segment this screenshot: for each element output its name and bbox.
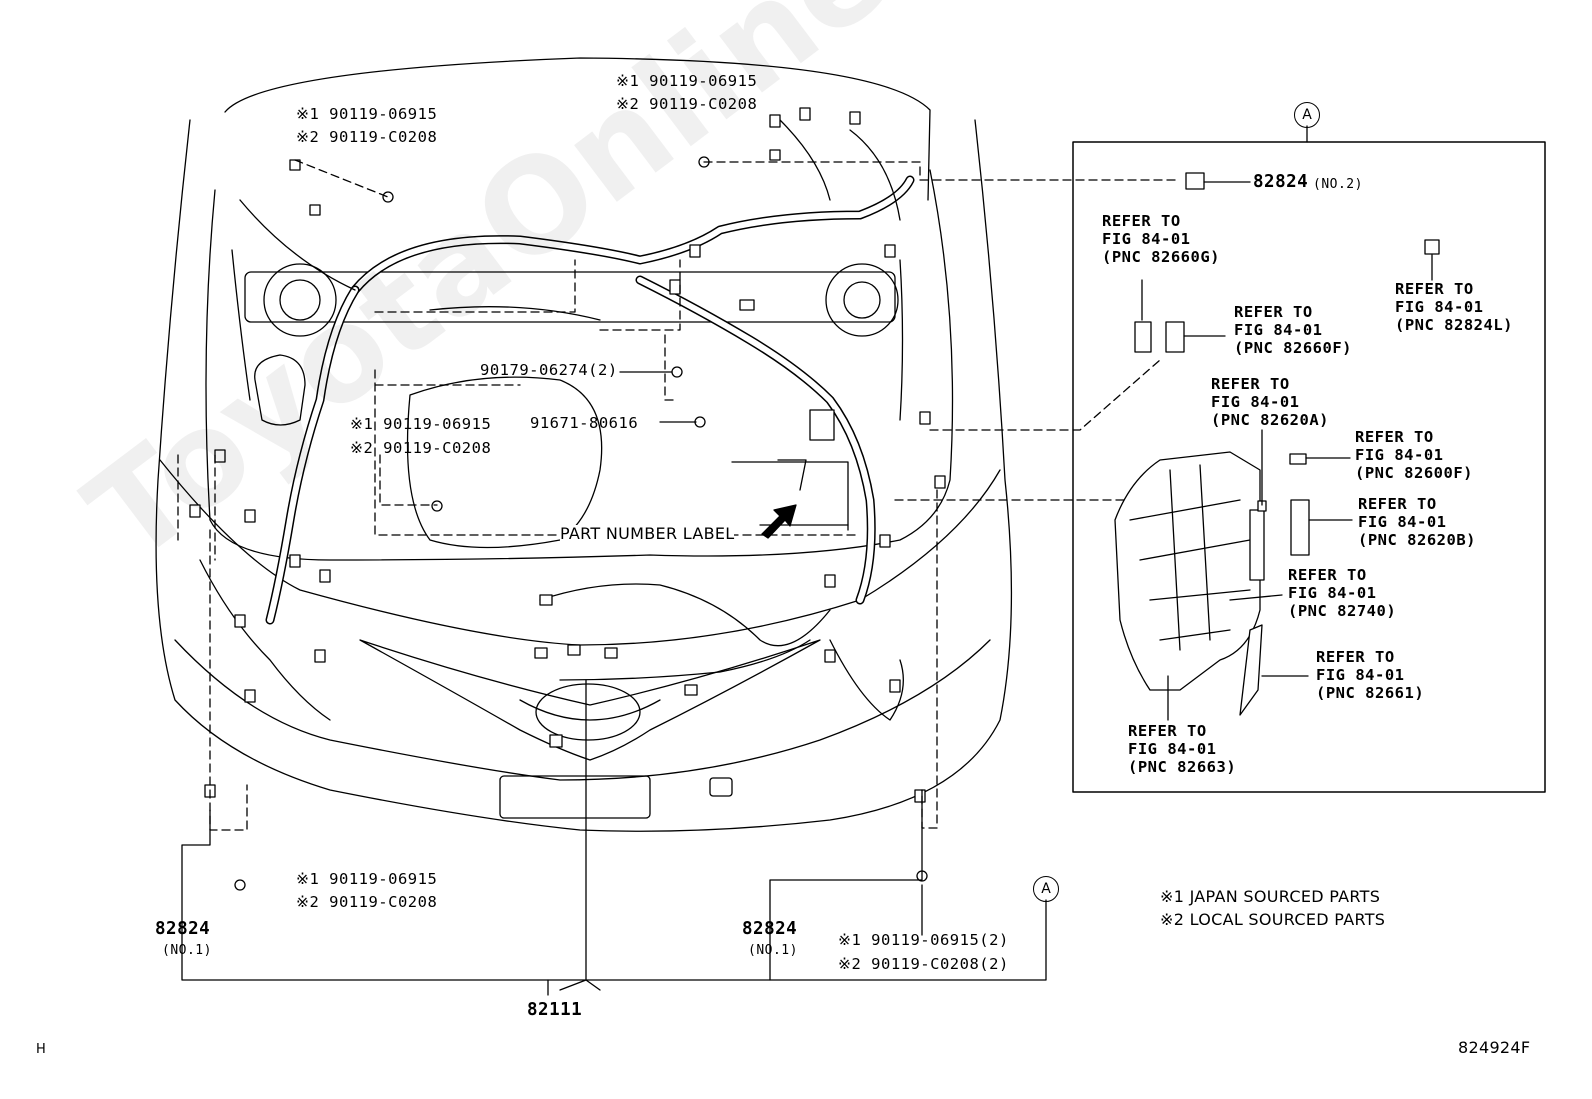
bolt-label-japan: ※1 90119-06915(2) [838, 931, 1009, 949]
bolt-label-local: ※2 90119-C0208 [350, 439, 492, 457]
label-arrow [761, 504, 797, 539]
protector-left-number: 82824 [155, 919, 211, 939]
protector-right-note: (NO.1) [748, 943, 798, 958]
front-grille [359, 639, 821, 761]
diagram-id: 824924F [1458, 1038, 1531, 1057]
screw-part-number: 91671-80616 [530, 414, 639, 432]
legend-local-sourced: ※2 LOCAL SOURCED PARTS [1160, 910, 1386, 929]
bolt-label-japan: ※1 90119-06915 [616, 72, 758, 90]
main-harness-number: 82111 [527, 1000, 583, 1020]
clip-part-number: 90179-06274(2) [480, 361, 618, 379]
detail-box-a [1072, 141, 1546, 793]
license-plate [499, 775, 651, 819]
bolt-label-japan: ※1 90119-06915 [296, 870, 438, 888]
protector-top-note: (NO.2) [1313, 177, 1363, 192]
bolt-label-local: ※2 90119-C0208 [616, 95, 758, 113]
main-harness-cable [350, 175, 915, 295]
protector-right-number: 82824 [742, 919, 798, 939]
bolt-label-local: ※2 90119-C0208(2) [838, 955, 1009, 973]
protector-top-number: 82824 [1253, 172, 1309, 192]
protector-left-note: (NO.1) [162, 943, 212, 958]
bolt-label-local: ※2 90119-C0208 [296, 128, 438, 146]
relay-block [1114, 451, 1261, 691]
corner-letter: H [36, 1042, 47, 1057]
part-number-label-caption: PART NUMBER LABEL [560, 524, 735, 543]
bolt-label-japan: ※1 90119-06915 [350, 415, 492, 433]
body-outline [155, 119, 1013, 832]
legend-japan-sourced: ※1 JAPAN SOURCED PARTS [1160, 887, 1381, 906]
bolt-label-local: ※2 90119-C0208 [296, 893, 438, 911]
callout-a-harness: A [1033, 876, 1059, 902]
bolt-label-japan: ※1 90119-06915 [296, 105, 438, 123]
callout-a-box: A [1294, 102, 1320, 128]
